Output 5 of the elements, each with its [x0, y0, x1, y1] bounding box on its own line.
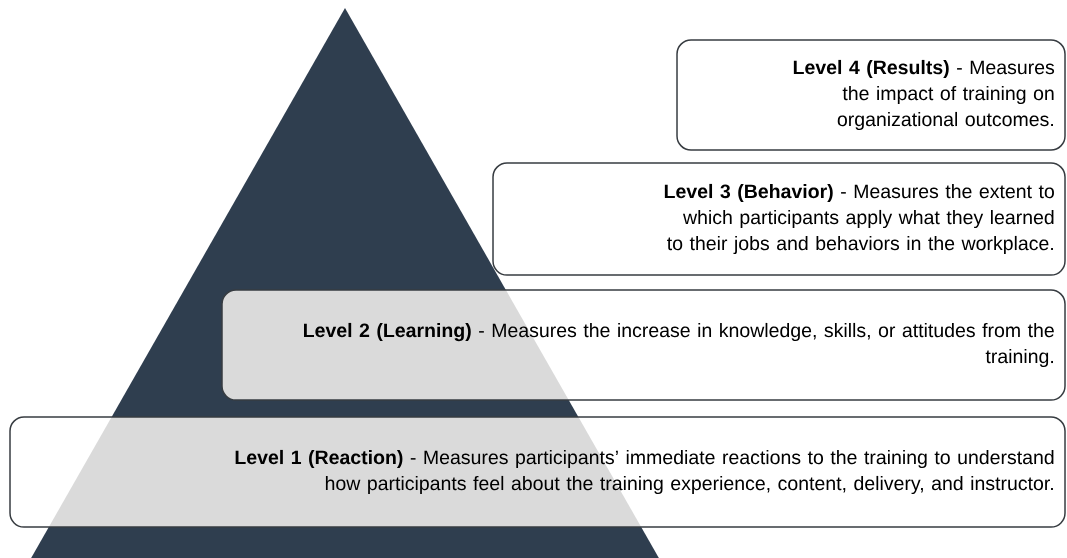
level-box: Level 2 (Learning) - Measures the increase in knowledge, skills, or attitudes from the training. — [221, 289, 1066, 401]
node-label: training. — [985, 348, 1054, 368]
level-box: Level 3 (Behavior) - Measures the extent to which participants apply what they learned to their jobs and behaviors in the workplace. — [492, 162, 1066, 276]
level-box: Level 1 (Reaction) - Measures participants’ immediate reactions to the training to understand how participants feel about the training experience, content, delivery, and instructor. — [9, 416, 1066, 528]
level-box: Level 4 (Results) - Measures the impact of training on organizational outcomes. — [676, 39, 1066, 151]
